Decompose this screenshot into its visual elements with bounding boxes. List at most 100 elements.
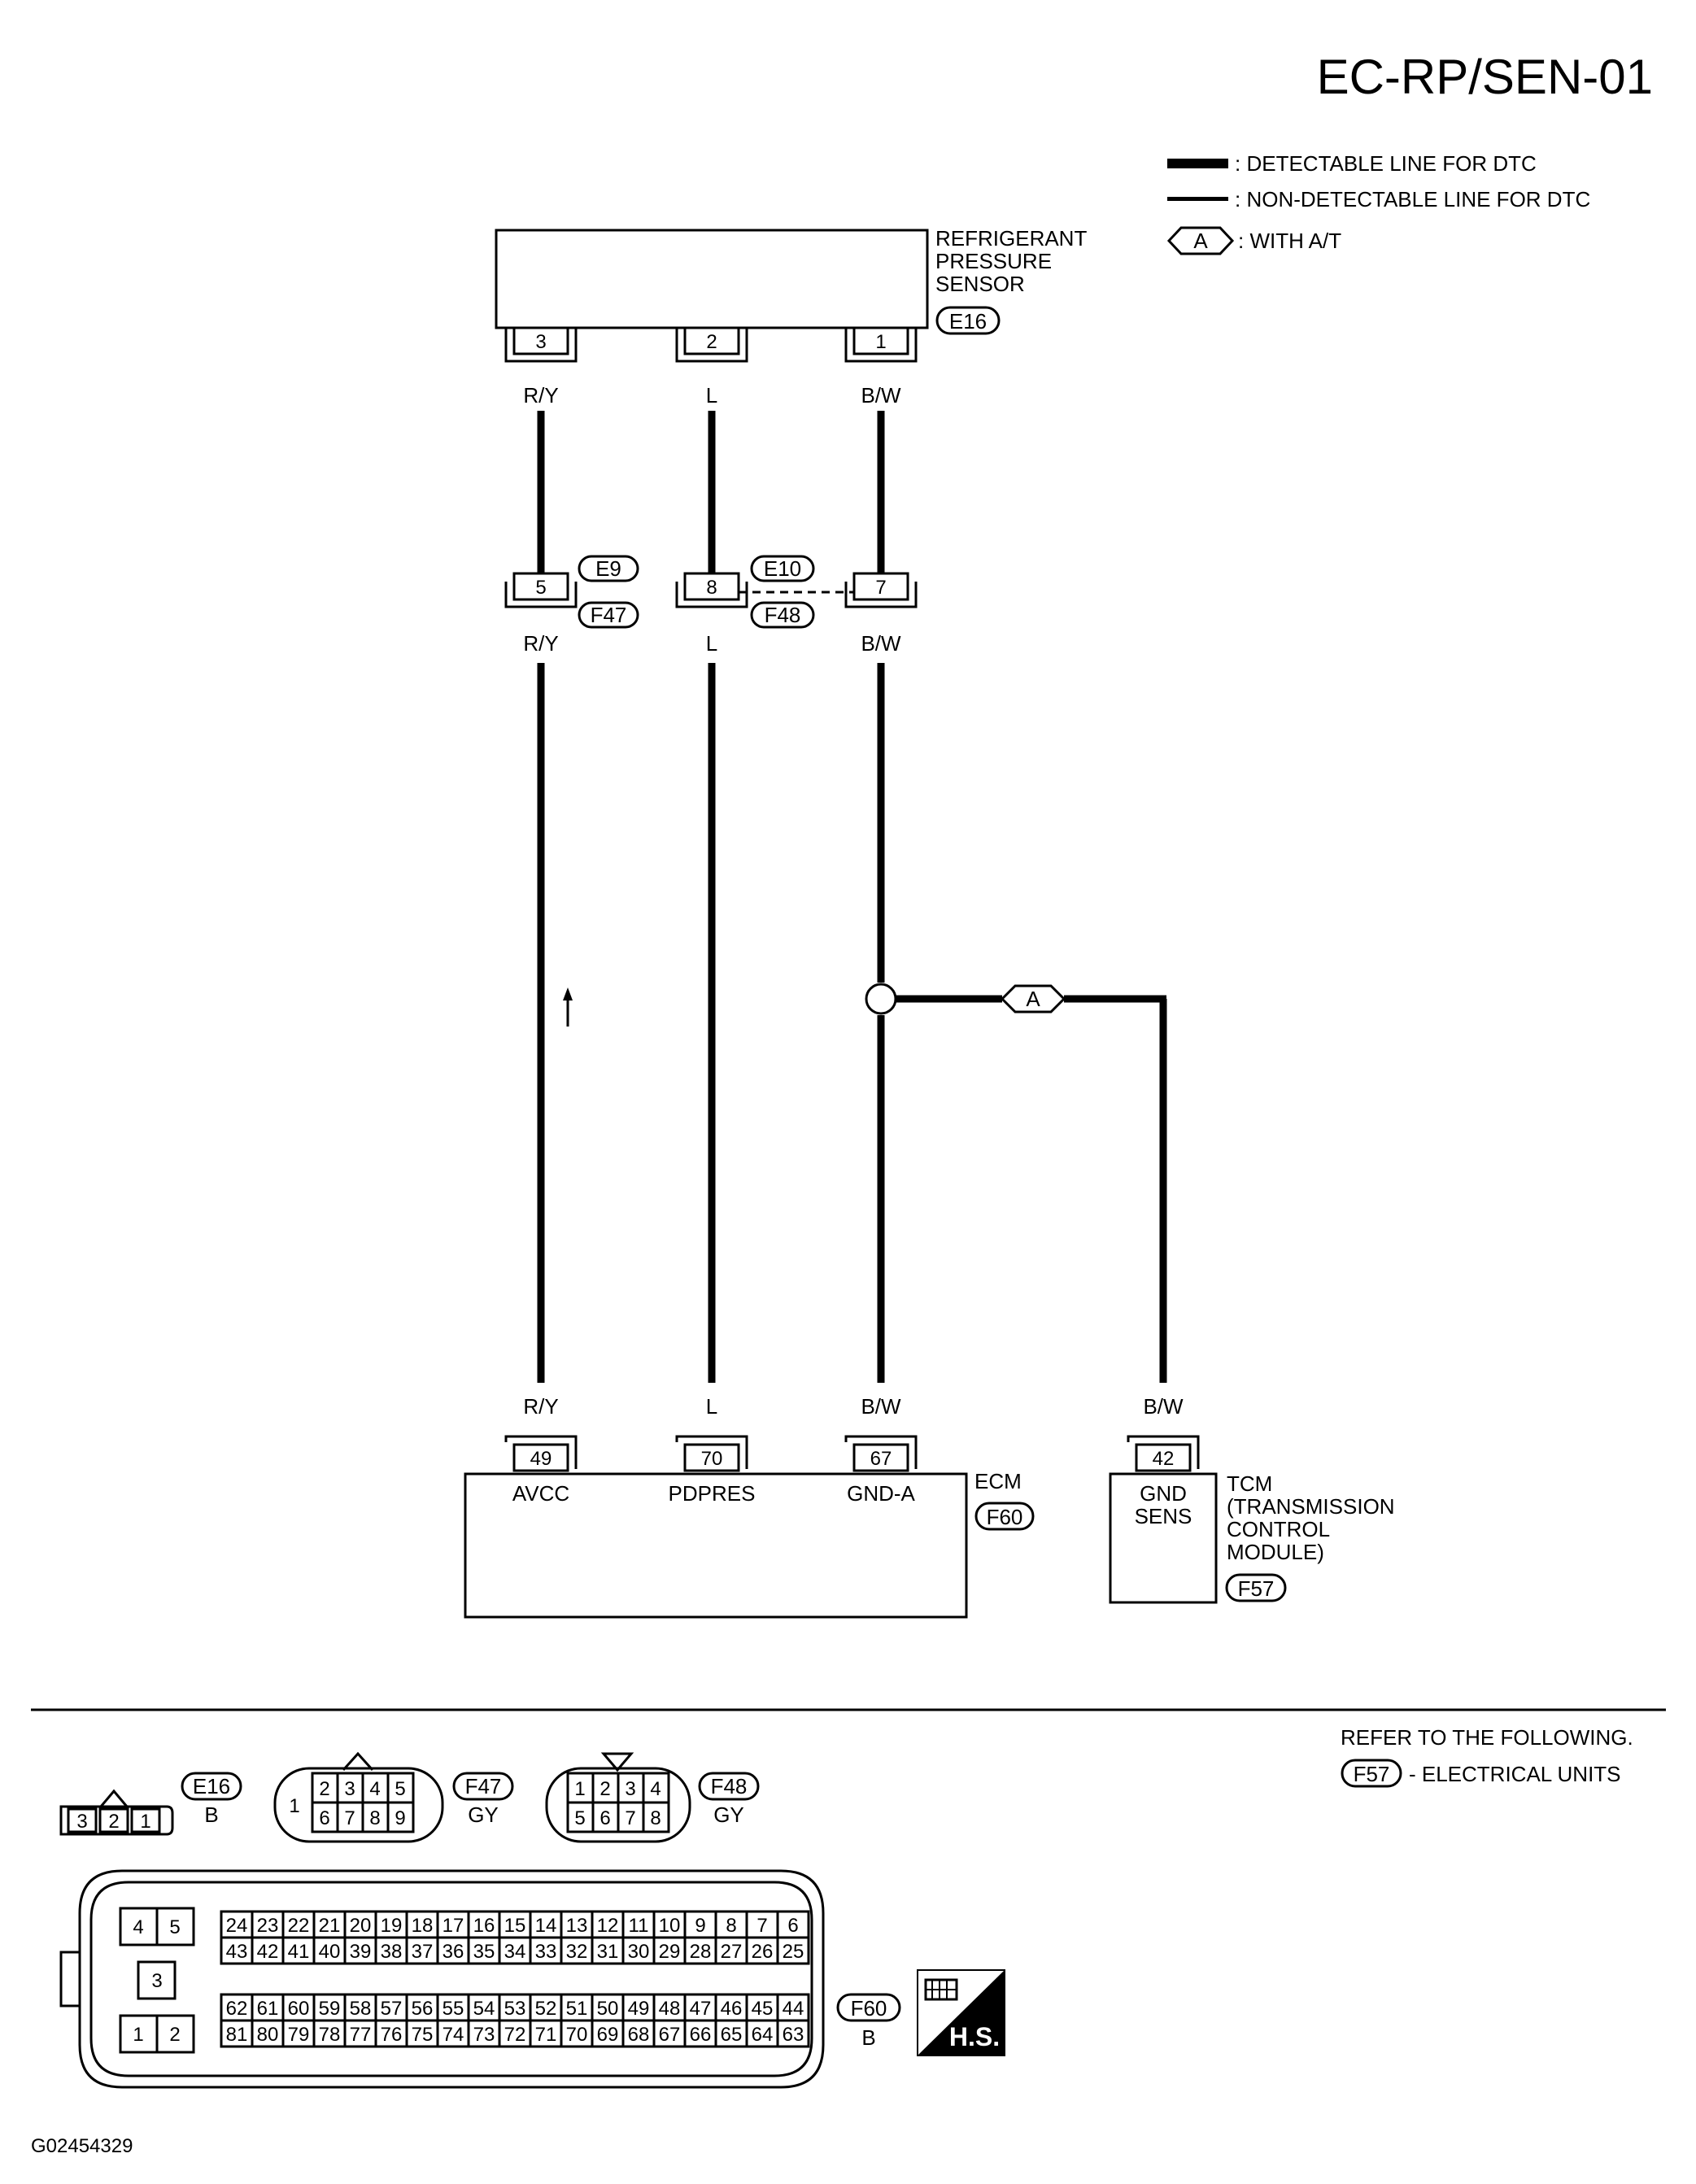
sensor-pin-bracket: [504, 328, 578, 363]
junction-code-badge: [750, 601, 815, 629]
f60-signal-pin-number: 42: [257, 1941, 279, 1963]
f47-pin-grid: [311, 1772, 415, 1833]
f60-signal-pin: [281, 2019, 316, 2048]
junction-code: F47: [591, 603, 627, 627]
e16-pin: [67, 1807, 98, 1833]
junction-wire-color: B/W: [861, 631, 901, 656]
junction-pin-box: [852, 572, 909, 601]
f60-signal-pin-number: 27: [721, 1941, 743, 1963]
f60-signal-pin: [776, 2019, 810, 2048]
f60-signal-pin: [220, 2019, 254, 2048]
f60-signal-pin: [560, 1936, 594, 1965]
f60-signal-pin: [498, 1936, 532, 1965]
refer-note: REFER TO THE FOLLOWING. F57 - ELECTRICAL…: [1341, 1725, 1633, 1788]
f60-signal-pin-number: 24: [226, 1915, 248, 1937]
f48-code: F48: [711, 1774, 748, 1798]
connector-view-f48: 1 2 3 4 5 6 7 8 F48 GY: [545, 1752, 760, 1843]
hs-badge-text: H.S.: [949, 2022, 1000, 2051]
connector-icon: [924, 1978, 958, 2001]
f60-signal-pin-number: 73: [473, 2024, 495, 2046]
f60-signal-pin-number: 25: [783, 1941, 804, 1963]
f60-signal-pin-number: 48: [659, 1998, 681, 2020]
f60-signal-pin-number: 78: [319, 2024, 341, 2046]
wires-lower: A: [537, 663, 1167, 1383]
option-tag-shape: [1000, 984, 1066, 1014]
sensor-pin-number: 3: [535, 331, 546, 353]
f60-signal-pin-number: 40: [319, 1941, 341, 1963]
f60-signal-pin: [251, 1936, 285, 1965]
f48-code-badge: [698, 1772, 760, 1801]
ecm-name: ECM: [974, 1469, 1022, 1493]
f47-pin-number: 2: [319, 1778, 329, 1800]
f47-pin-number: 8: [369, 1807, 380, 1829]
f48-key: [600, 1752, 634, 1772]
ecm-pin-box: [683, 1443, 740, 1472]
f60-signal-pin: [683, 1936, 717, 1965]
f60-signal-pin-number: 29: [659, 1941, 681, 1963]
sensor-wire-color: L: [706, 383, 717, 408]
ecm-pin-box: [852, 1443, 909, 1472]
ecm-pin-number: 67: [870, 1448, 892, 1470]
f60-signal-pin-number: 66: [690, 2024, 712, 2046]
legend-non-detectable-swatch: [1167, 197, 1228, 201]
e16-pin: [130, 1807, 161, 1833]
e16-pin-number: 1: [140, 1811, 150, 1833]
sensor-name-line1: REFRIGERANT: [935, 226, 1087, 251]
f60-signal-pin-number: 21: [319, 1915, 341, 1937]
f60-signal-pin-number: 59: [319, 1998, 341, 2020]
f47-pin-number: 3: [344, 1778, 355, 1800]
sensor-pin-box: [852, 326, 909, 355]
e16-key: [99, 1789, 129, 1807]
f48-pin-number: 1: [574, 1778, 585, 1800]
f60-signal-pin-number: 55: [443, 1998, 464, 2020]
sensor-name-line3: SENSOR: [935, 272, 1025, 296]
junction-code: E10: [764, 556, 801, 581]
f60-signal-pin-number: 62: [226, 1998, 248, 2020]
junction-code-badge: [578, 601, 639, 629]
sensor-connector-code: E16: [949, 309, 987, 333]
ecm-wire-color: B/W: [861, 1394, 901, 1419]
sensor-box: [495, 229, 929, 329]
f48-pin-number: 5: [574, 1807, 585, 1829]
f60-signal-pin: [251, 2019, 285, 2048]
f60-signal-pin-number: 69: [597, 2024, 619, 2046]
junction-pin-box: [683, 572, 740, 601]
f60-signal-pin-number: 41: [288, 1941, 310, 1963]
hs-badge-fill: [918, 1970, 1005, 2055]
sensor-pin-box: [512, 326, 569, 355]
tcm-connector-code: F57: [1238, 1576, 1275, 1601]
f60-signal-pin-number: 38: [381, 1941, 403, 1963]
tcm-wire-color: B/W: [1143, 1394, 1184, 1419]
f60-signal-pin: [220, 1936, 254, 1965]
f60-signal-pin-number: 72: [504, 2024, 526, 2046]
junction-pin-bracket: [504, 582, 578, 608]
junction-code-badge: [750, 555, 815, 582]
tcm-name-line3: CONTROL: [1227, 1517, 1330, 1541]
f60-signal-pin-number: 63: [783, 2024, 804, 2046]
f60-signal-pin-number: 60: [288, 1998, 310, 2020]
f48-pin-number: 7: [625, 1807, 635, 1829]
e16-pin-number: 2: [108, 1811, 119, 1833]
f60-signal-pin-number: 28: [690, 1941, 712, 1963]
f60-power-pin-number: 1: [133, 2024, 143, 2046]
f60-signal-pin-number: 81: [226, 2024, 248, 2046]
f60-signal-pin-number: 46: [721, 1998, 743, 2020]
e16-color: B: [204, 1803, 218, 1827]
ecm-box: [464, 1472, 968, 1619]
e16-pin: [98, 1807, 129, 1833]
f60-power-pin: [119, 1907, 159, 1946]
refer-line2: - ELECTRICAL UNITS: [1409, 1762, 1621, 1786]
junction-pin-bracket: [675, 582, 748, 608]
option-tag: A: [1026, 987, 1040, 1011]
ecm-terminal: GND-A: [847, 1481, 915, 1506]
f47-pin-number: 7: [344, 1807, 355, 1829]
legend-detectable-swatch: [1167, 159, 1228, 168]
ecm: R/Y L B/W 49 70 67 AVCC PDPRES GND-A ECM…: [464, 1394, 1035, 1619]
f60-signal-pin: [281, 1936, 316, 1965]
f60-signal-pin-number: 76: [381, 2024, 403, 2046]
f48-pin-number: 4: [650, 1778, 661, 1800]
f60-power-pin: [119, 2014, 159, 2054]
f60-signal-pin-number: 22: [288, 1915, 310, 1937]
f60-signal-pin-number: 68: [628, 2024, 650, 2046]
